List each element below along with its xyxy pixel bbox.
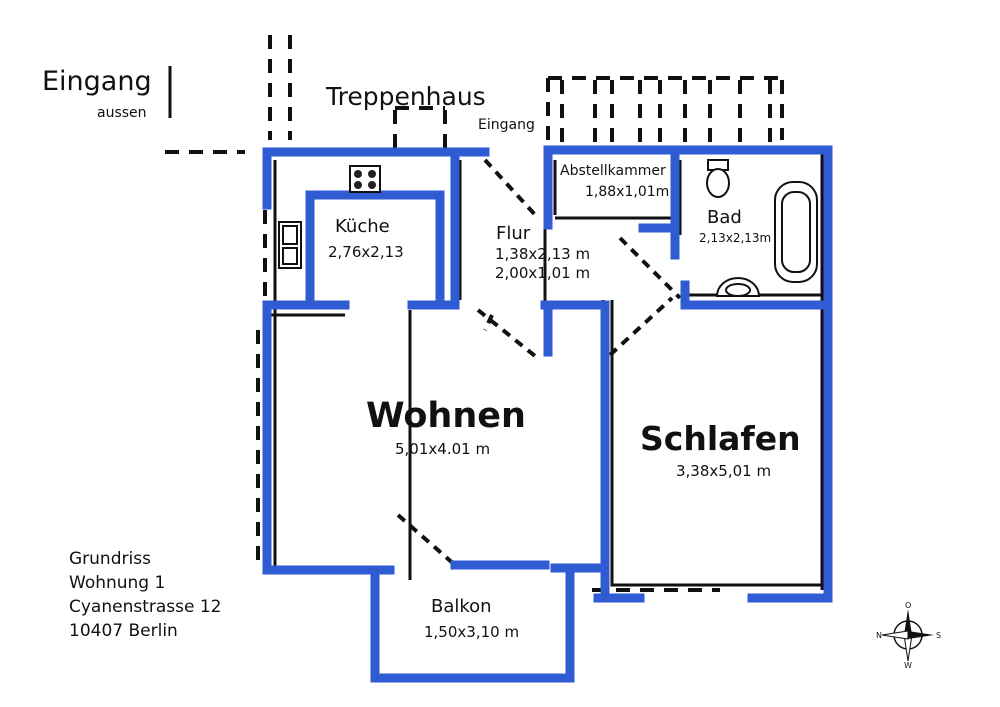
address-line-1: Grundriss	[69, 549, 151, 569]
kitchen-name: Küche	[335, 216, 390, 237]
stairwell-label: Treppenhaus	[326, 82, 486, 111]
address-block: Grundriss Wohnung 1 Cyanenstrasse 12 104…	[69, 547, 222, 643]
hallway-dims-2: 2,00x1,01 m	[495, 264, 591, 282]
door-swings	[396, 158, 682, 567]
hallway-name: Flur	[496, 223, 531, 244]
stove-icon	[349, 165, 381, 193]
walls	[262, 145, 833, 683]
address-line-3: Cyanenstrasse 12	[69, 597, 222, 617]
compass-north-label: N	[876, 631, 882, 640]
compass-west-label: W	[904, 661, 912, 670]
balcony-name: Balkon	[431, 596, 492, 617]
hallway-dims-1: 1,38x2,13 m	[495, 245, 591, 263]
address-line-2: Wohnung 1	[69, 573, 166, 593]
dashed-lines	[165, 35, 784, 592]
bathtub-icon	[774, 181, 818, 283]
entrance-outside-title: Eingang	[42, 66, 152, 97]
bathroom-dims: 2,13x2,13m	[699, 231, 772, 245]
storage-room-name: Abstellkammer	[560, 163, 666, 179]
entrance-inner-label: Eingang	[478, 117, 535, 133]
living-room-dims: 5,01x4.01 m	[395, 440, 491, 458]
kitchen-sink-icon	[278, 221, 302, 269]
living-room-name: Wohnen	[366, 396, 526, 436]
kitchen-dims: 2,76x2,13	[328, 243, 404, 261]
compass-rose-icon: O W N S	[876, 601, 942, 670]
toilet-icon	[706, 159, 730, 198]
balcony-dims: 1,50x3,10 m	[424, 623, 520, 641]
compass-east-label: O	[905, 601, 912, 610]
entrance-outside-sub: aussen	[97, 105, 147, 121]
bathroom-name: Bad	[707, 207, 742, 228]
washbasin-icon	[715, 277, 761, 297]
compass-south-label: S	[936, 631, 942, 640]
address-line-4: 10407 Berlin	[69, 621, 178, 641]
bedroom-name: Schlafen	[640, 419, 801, 458]
storage-room-dims: 1,88x1,01m	[585, 184, 670, 200]
bedroom-dims: 3,38x5,01 m	[676, 462, 772, 480]
